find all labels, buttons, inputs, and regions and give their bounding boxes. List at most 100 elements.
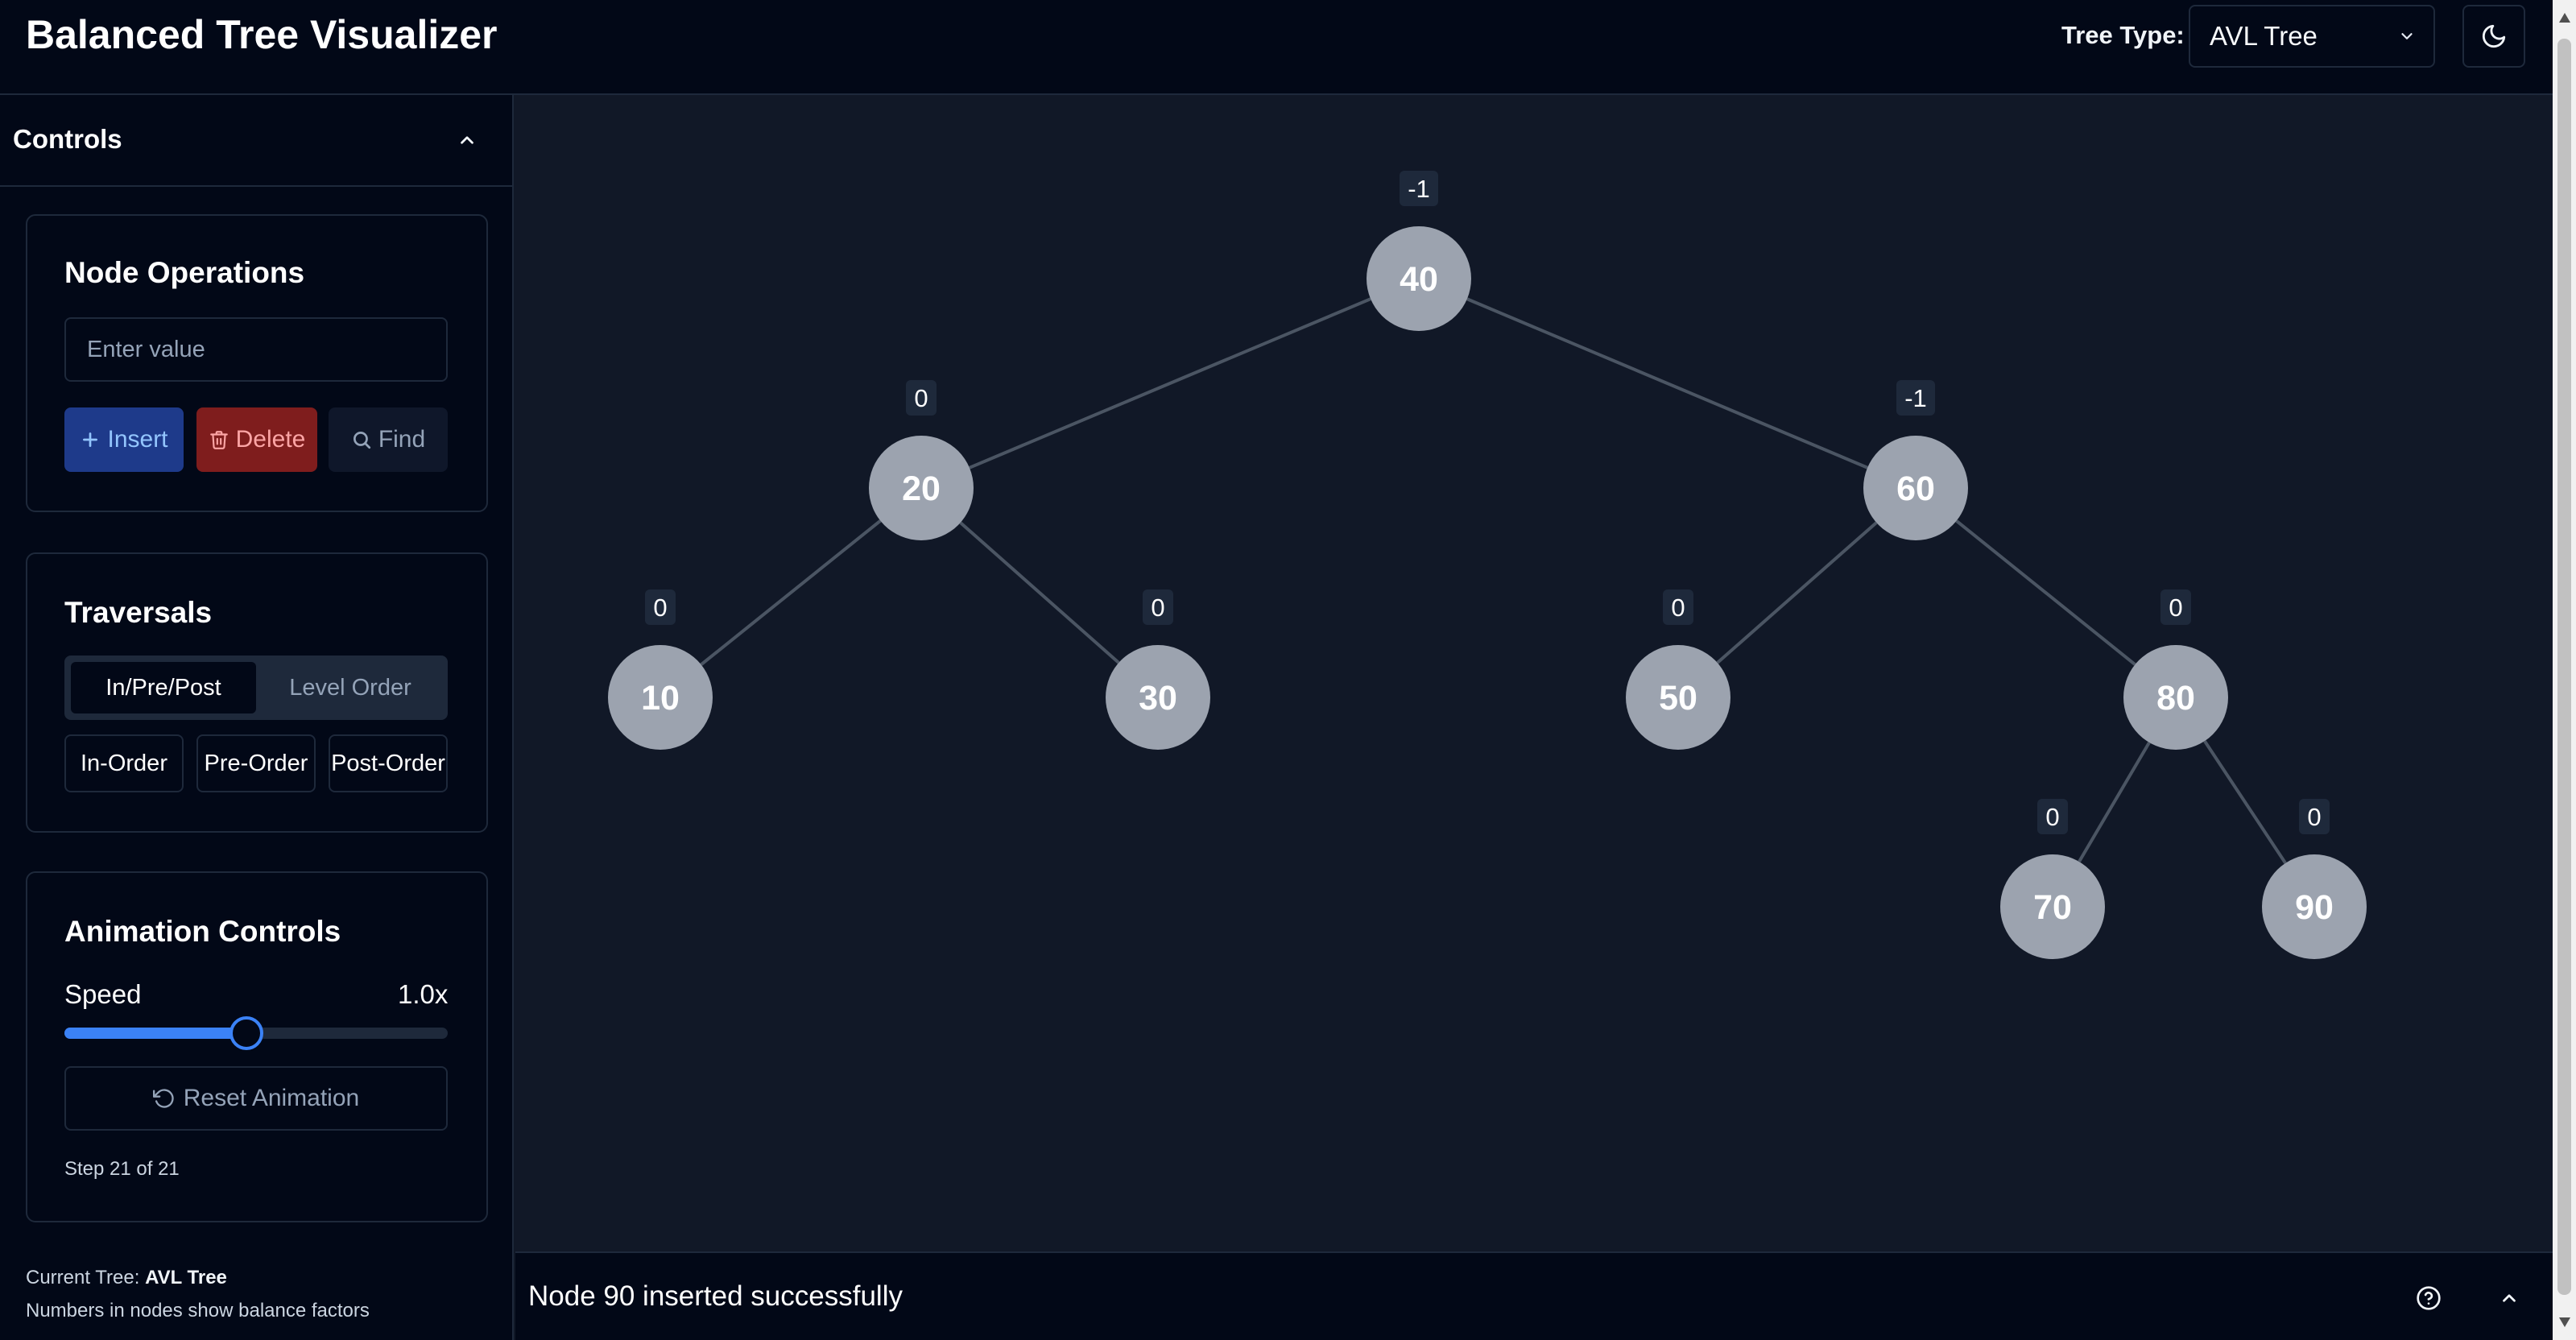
tree-node-60[interactable]: -160	[1863, 380, 1968, 540]
balance-factor-label: -1	[1904, 384, 1927, 412]
page-scrollbar[interactable]	[2553, 0, 2576, 1340]
balance-factor-badge	[2299, 799, 2330, 834]
balance-factor-note: Numbers in nodes show balance factors	[26, 1300, 370, 1321]
current-tree-label: Current Tree:	[26, 1267, 140, 1288]
post-order-button[interactable]: Post-Order	[329, 734, 448, 792]
tree-edge-40-20	[969, 297, 1371, 469]
node-circle	[608, 645, 713, 750]
scroll-thumb[interactable]	[2557, 39, 2571, 1295]
node-circle	[869, 436, 974, 540]
search-icon	[353, 431, 370, 449]
help-circle-icon	[2417, 1286, 2441, 1310]
balance-factor-label: 0	[1671, 593, 1685, 622]
moon-icon	[2482, 24, 2506, 48]
tree-node-70[interactable]: 070	[2000, 799, 2105, 959]
tab-level-order[interactable]: Level Order	[289, 674, 411, 701]
node-value-label: 50	[1659, 679, 1697, 718]
balance-factor-label: -1	[1408, 175, 1430, 203]
step-counter: Step 21 of 21	[64, 1158, 180, 1180]
balance-factor-badge	[1663, 589, 1693, 625]
balance-factor-label: 0	[653, 593, 667, 622]
in-order-button[interactable]: In-Order	[64, 734, 184, 792]
scroll-down-arrow[interactable]	[2559, 1317, 2570, 1327]
balance-factor-label: 0	[2045, 803, 2059, 831]
plus-icon	[83, 432, 98, 447]
node-value-input[interactable]	[64, 317, 448, 382]
insert-label: Insert	[107, 426, 168, 453]
top-bar: Balanced Tree Visualizer Tree Type: AVL …	[0, 0, 2553, 95]
chevron-up-icon	[2503, 1294, 2516, 1302]
node-value-label: 90	[2295, 888, 2334, 927]
speed-value: 1.0x	[398, 979, 449, 1009]
speed-slider-thumb[interactable]	[229, 1016, 264, 1050]
balance-factor-badge	[1400, 171, 1438, 206]
tree-edge-60-80	[1955, 519, 2136, 666]
chevron-up-icon	[461, 136, 473, 144]
node-value-label: 20	[902, 469, 941, 508]
tree-edge-40-60	[1466, 297, 1868, 469]
node-circle	[1106, 645, 1210, 750]
node-circle	[2000, 854, 2105, 959]
traversals-title: Traversals	[64, 596, 213, 629]
animation-controls-card	[26, 871, 488, 1222]
current-tree-line: Current Tree: AVL Tree	[26, 1261, 370, 1294]
balance-factor-badge	[645, 589, 676, 625]
tree-node-90[interactable]: 090	[2262, 799, 2367, 959]
tree-node-80[interactable]: 0 80	[2123, 589, 2228, 750]
node-value-label: 40	[1400, 260, 1438, 299]
status-message: Node 90 inserted successfully	[528, 1280, 903, 1312]
tree-edge-60-50	[1716, 521, 1878, 664]
speed-slider[interactable]	[64, 1016, 448, 1050]
node-circle	[1863, 436, 1968, 540]
tree-node-50[interactable]: 0 50	[1626, 589, 1730, 750]
tree-edge-20-10	[700, 519, 882, 666]
node-value-label: 10	[641, 679, 680, 718]
tree-node-30[interactable]: 0 30	[1106, 589, 1210, 750]
find-button[interactable]: Find	[329, 407, 448, 472]
tree-type-label: Tree Type:	[2061, 21, 2185, 49]
node-value-label: 80	[2156, 679, 2195, 718]
node-circle	[2262, 854, 2367, 959]
tree-edge-80-70	[2078, 742, 2151, 862]
scroll-up-arrow[interactable]	[2559, 13, 2570, 23]
speed-slider-fill	[64, 1028, 247, 1039]
tab-in-pre-post[interactable]: In/Pre/Post	[71, 662, 256, 713]
insert-button[interactable]: Insert	[64, 407, 184, 472]
tree-type-select[interactable]: AVL Tree	[2189, 5, 2435, 68]
balance-factor-badge	[906, 380, 937, 416]
delete-button[interactable]: Delete	[196, 407, 317, 472]
tree-node-10[interactable]: 0 10	[608, 589, 713, 750]
node-operations-title: Node Operations	[64, 256, 305, 289]
find-label: Find	[378, 426, 426, 453]
tree-node-20[interactable]: 0 20	[869, 380, 974, 540]
delete-label: Delete	[235, 426, 306, 453]
balance-factor-badge	[1143, 589, 1173, 625]
status-bar: Node 90 inserted successfully	[515, 1251, 2553, 1340]
node-circle	[1367, 226, 1471, 331]
traversal-tabs: In/Pre/Post Level Order	[64, 656, 448, 720]
speed-label: Speed	[64, 979, 142, 1009]
balance-factor-label: 0	[2169, 593, 2182, 622]
node-circle	[2123, 645, 2228, 750]
tree-node-40[interactable]: -1 40	[1367, 171, 1471, 331]
tree-type-value: AVL Tree	[2210, 21, 2318, 51]
rotate-ccw-icon	[152, 1089, 174, 1108]
pre-order-button[interactable]: Pre-Order	[196, 734, 316, 792]
current-tree-value: AVL Tree	[145, 1267, 227, 1288]
node-value-label: 30	[1139, 679, 1177, 718]
balance-factor-label: 0	[1151, 593, 1164, 622]
balance-factor-label: 0	[914, 384, 928, 412]
reset-animation-button[interactable]: Reset Animation	[64, 1066, 448, 1131]
help-button[interactable]	[2413, 1282, 2445, 1314]
animation-controls-title: Animation Controls	[64, 915, 341, 948]
sidebar-collapse-button[interactable]	[451, 124, 483, 156]
balance-factor-badge	[2160, 589, 2191, 625]
tree-info: Current Tree: AVL Tree Numbers in nodes …	[26, 1261, 370, 1327]
status-collapse-button[interactable]	[2493, 1282, 2525, 1314]
sidebar-header: Controls	[0, 95, 512, 187]
balance-factor-badge	[2037, 799, 2068, 834]
chevron-down-icon	[2401, 33, 2413, 39]
theme-toggle-button[interactable]	[2462, 5, 2525, 68]
